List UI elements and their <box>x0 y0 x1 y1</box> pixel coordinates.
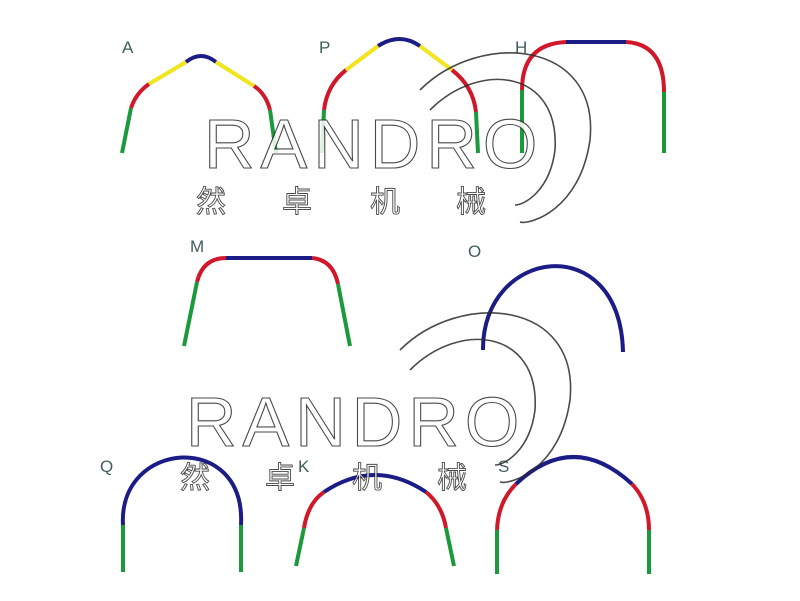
shape-k-left-leg <box>294 527 306 567</box>
shape-a-right-slope <box>214 60 256 88</box>
watermark-top: RANDRO 然 卓 机 械 <box>196 52 592 224</box>
shape-o-label: O <box>468 242 481 261</box>
watermark-top-char-1: 然 <box>196 185 226 220</box>
shape-k-left-bend <box>302 490 326 529</box>
shape-p-top-bend <box>376 37 422 48</box>
watermark-top-char-4: 械 <box>456 185 486 220</box>
shape-m-left-leg <box>182 281 199 347</box>
shape-p-right-bend <box>450 68 478 113</box>
shape-q: Q <box>100 455 244 572</box>
shape-m-right-bend <box>311 256 340 285</box>
shape-m-right-leg <box>336 283 352 347</box>
shape-k-top-arc <box>322 473 428 494</box>
shape-p-left-slope <box>344 44 380 72</box>
watermark-bottom-brand: RANDRO <box>186 383 525 461</box>
watermark-bottom: RANDRO 然 卓 机 械 <box>180 312 572 496</box>
watermark-bottom-char-2: 卓 <box>265 461 295 496</box>
shape-s-right-bend <box>630 482 651 531</box>
shape-a-left-leg <box>120 107 133 154</box>
shape-q-arc <box>120 455 244 526</box>
shape-a-label: A <box>122 38 134 57</box>
shape-q-label: Q <box>100 457 113 476</box>
shape-o: O <box>468 242 625 353</box>
shape-p-right-leg <box>474 111 480 154</box>
shape-a: A <box>120 38 278 154</box>
watermark-bottom-char-1: 然 <box>180 461 210 496</box>
shape-s-left-bend <box>495 482 518 531</box>
shape-h-right-bend <box>625 40 666 93</box>
shape-p-right-slope <box>418 44 454 72</box>
shape-m: M <box>182 237 352 347</box>
watermark-top-brand: RANDRO <box>204 105 543 183</box>
watermark-top-swirl-inner <box>429 78 556 206</box>
shape-p-label: P <box>319 38 330 57</box>
shape-a-top-bend <box>184 54 218 64</box>
shape-a-right-bend <box>252 84 272 111</box>
shape-k-right-leg <box>444 527 456 567</box>
shape-o-arc <box>480 264 625 353</box>
shape-s-label: S <box>498 457 509 476</box>
shape-p-left-leg <box>320 109 326 154</box>
shape-k: K <box>294 457 456 567</box>
shape-a-left-bend <box>129 82 151 109</box>
shape-m-label: M <box>190 237 204 256</box>
shape-s: S <box>495 455 651 574</box>
watermark-bottom-swirl-inner <box>409 338 536 466</box>
watermark-bottom-char-3: 机 <box>352 461 382 496</box>
shape-h: H <box>515 38 666 153</box>
shape-k-label: K <box>298 457 310 476</box>
watermark-top-char-3: 机 <box>370 185 400 220</box>
shape-p: P <box>319 37 480 154</box>
watermark-top-char-2: 卓 <box>282 185 312 220</box>
watermark-bottom-char-4: 械 <box>437 461 467 496</box>
shape-p-left-bend <box>322 68 348 111</box>
shape-a-right-leg <box>268 109 278 154</box>
watermark-bottom-swirl <box>399 312 572 484</box>
shape-k-right-bend <box>424 490 448 529</box>
shape-a-left-slope <box>147 60 188 86</box>
shape-m-left-bend <box>195 256 227 283</box>
watermark-top-swirl <box>419 52 592 224</box>
shape-h-label: H <box>515 38 527 57</box>
